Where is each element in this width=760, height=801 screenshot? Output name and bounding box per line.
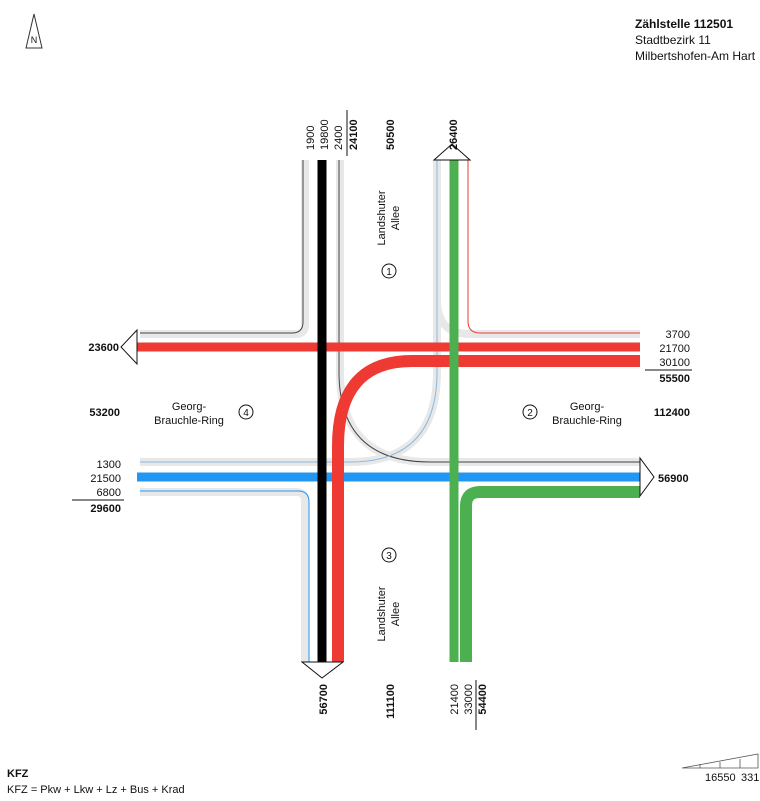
west-in-value-3: 6800 [97,487,121,499]
west-to-north-flow [140,160,438,463]
east-to-north-flow [467,160,640,334]
south-street-line-1: Landshuter [376,586,388,641]
north-to-east-flow [338,160,640,463]
south-in-value-1: 21400 [449,684,461,715]
east-out-arrow [639,456,655,498]
legend: KFZ KFZ = Pkw + Lkw + Lz + Bus + Krad [7,766,185,798]
west-out-value: 23600 [88,342,119,354]
north-street-line-2: Allee [390,206,402,230]
svg-text:1: 1 [386,267,392,278]
north-in-sum: 24100 [348,119,360,150]
south-street-line-2: Allee [390,602,402,626]
east-in-sum: 55500 [659,373,690,385]
scale-value: 16550 [705,772,736,784]
east-street-line-1: Georg- [570,401,605,413]
legend-title: KFZ [7,768,29,780]
north-in-value-1: 1900 [305,126,317,150]
north-arrow-icon: N [25,13,43,49]
svg-text:2: 2 [527,408,533,419]
south-total: 111100 [385,684,397,719]
east-in-value-1: 3700 [666,329,690,341]
arm-number-west: 4 [238,404,254,420]
out-arrows [120,143,655,679]
north-in-value-3: 2400 [333,126,345,150]
arm-number-east: 2 [522,404,538,420]
thin-flows [140,160,640,662]
west-in-value-2: 21500 [90,473,121,485]
south-out-arrow [300,661,345,679]
station-title: Zählstelle 112501 [635,17,734,31]
west-in-value-1: 1300 [97,459,121,471]
west-total: 53200 [89,407,120,419]
east-in-value-3: 30100 [659,357,690,369]
legend-text: KFZ = Pkw + Lkw + Lz + Bus + Krad [7,784,185,796]
district-label: Stadtbezirk 11 [635,33,711,47]
thick-flows [137,160,640,662]
east-street-line-2: Brauchle-Ring [552,415,622,427]
north-to-west-flow [140,160,304,334]
arm-number-south: 3 [381,547,397,563]
north-in-value-2: 19800 [319,119,331,150]
north-out-arrow [432,143,472,161]
south-out-value: 56700 [318,684,330,715]
north-total: 50500 [385,119,397,150]
east-in-value-2: 21700 [659,343,690,355]
west-in-sum: 29600 [90,503,121,515]
west-to-south-flow [140,490,310,662]
svg-text:3: 3 [386,551,392,562]
east-total: 112400 [654,407,690,419]
road-corridors [140,160,640,662]
south-in-sum: 54400 [477,684,489,715]
west-out-arrow [120,328,138,366]
svg-text:4: 4 [243,408,249,419]
scale-value-2: 331 [741,772,759,784]
counting-station-header: Zählstelle 112501 Stadtbezirk 11 Milbert… [635,16,755,64]
south-in-value-2: 33000 [463,684,475,715]
arm-number-north: 1 [381,263,397,279]
west-street-line-1: Georg- [172,401,207,413]
svg-text:N: N [31,35,38,45]
east-out-value: 56900 [658,473,689,485]
scale-bar: 16550 331 [681,753,759,784]
north-out-value: 26400 [448,119,460,150]
north-street-line-1: Landshuter [376,190,388,245]
district-name: Milbertshofen-Am Hart [635,49,756,63]
west-street-line-2: Brauchle-Ring [154,415,224,427]
south-to-east-band [460,486,640,662]
east-to-south-band [332,355,640,662]
